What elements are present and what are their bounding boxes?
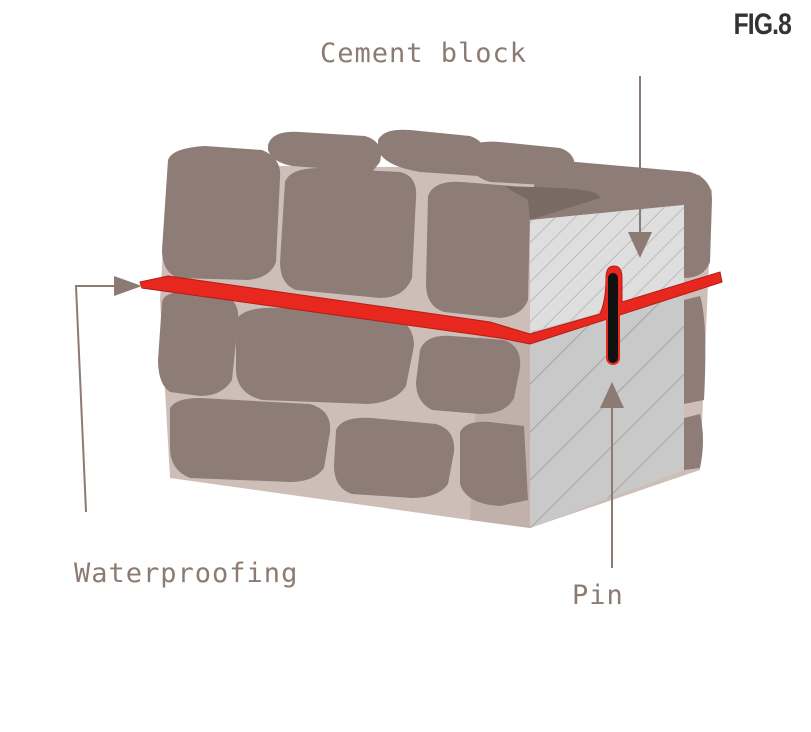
pin [606, 271, 620, 365]
cement-base [530, 292, 684, 528]
waterproofing-leader [74, 276, 142, 513]
figure-label: FIG.8 [733, 8, 792, 41]
waterproofing-membrane [139, 265, 723, 345]
cement-block-label: Cement block [320, 38, 528, 69]
upper-stones [162, 129, 712, 318]
waterproofing-label: Waterproofing [74, 558, 299, 589]
pin-label: Pin [572, 580, 624, 611]
lower-stones [158, 292, 706, 506]
pin-leader [600, 382, 624, 568]
cement-block-leader [628, 76, 652, 258]
